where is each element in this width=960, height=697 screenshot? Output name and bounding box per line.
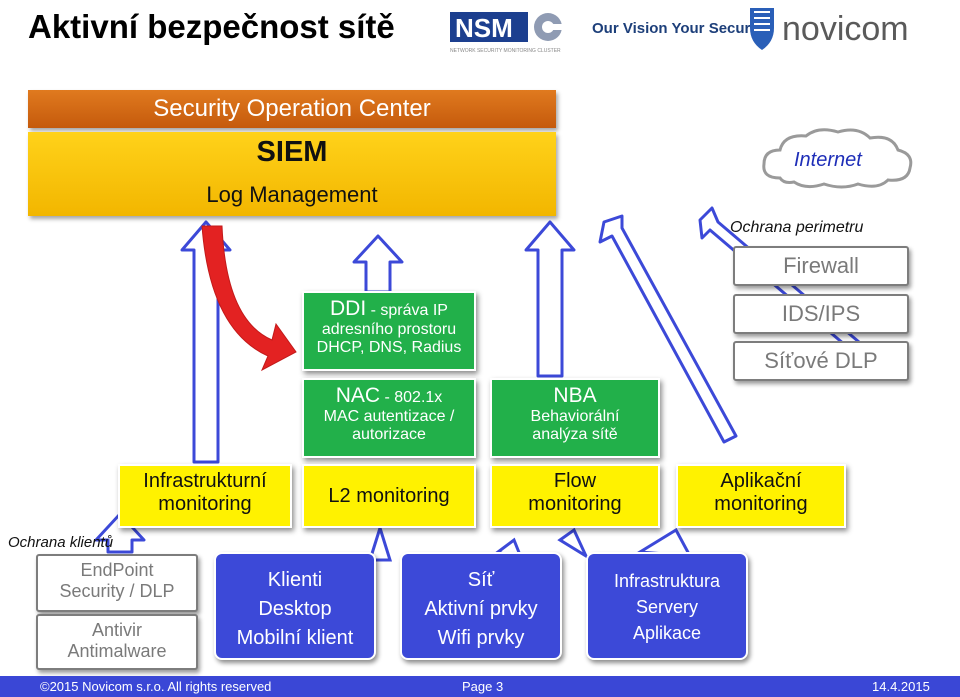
ddi-suffix: - správa IP [366, 302, 448, 319]
novicom-logo-text: novicom [782, 10, 909, 48]
perimeter-label: Ochrana perimetru [730, 219, 864, 236]
siem-bar: SIEM Log Management [28, 132, 556, 216]
log-management-label: Log Management [206, 182, 378, 207]
connector-klienti [367, 522, 393, 562]
red-curved-arrow [201, 225, 297, 372]
nba-box: NBA Behaviorální analýza sítě [490, 378, 660, 458]
antivirus-line-2: Antimalware [67, 641, 167, 661]
ddi-box: DDI - správa IP adresního prostoru DHCP,… [302, 291, 476, 371]
sit-line-2: Wifi prvky [437, 627, 525, 649]
nac-line-1: MAC autentizace / [323, 408, 455, 425]
internet-cloud-icon: Internet [762, 128, 913, 189]
firewall-box: Firewall [733, 246, 909, 286]
nsm-logo-subtitle: NETWORK SECURITY MONITORING CLUSTER [450, 48, 561, 54]
shield-icon [750, 8, 774, 50]
clients-protection-label: Ochrana klientů [8, 534, 114, 551]
infrastruktura-line-1: Servery [635, 597, 698, 617]
footer-copyright: ©2015 Novicom s.r.o. All rights reserved [40, 679, 272, 694]
flow-monitoring-line-1: Flow [553, 470, 597, 492]
footer-bar: ©2015 Novicom s.r.o. All rights reserved… [0, 676, 960, 697]
endpoint-line-1: EndPoint [80, 560, 154, 580]
siem-label: SIEM [256, 136, 328, 168]
app-monitoring-line-2: monitoring [714, 493, 808, 515]
klienti-line-2: Mobilní klient [236, 627, 354, 649]
footer-page: Page 3 [462, 679, 504, 694]
l2-monitoring-box: L2 monitoring [302, 464, 476, 528]
network-dlp-box: Síťové DLP [733, 341, 909, 381]
footer-date: 14.4.2015 [872, 679, 930, 694]
ddi-line-1: adresního prostoru [321, 321, 457, 338]
nac-suffix: - 802.1x [380, 389, 443, 406]
endpoint-line-2: Security / DLP [59, 581, 175, 601]
nsm-logo: NSM NETWORK SECURITY MONITORING CLUSTER [450, 12, 562, 54]
infrastruktura-box: Infrastruktura Servery Aplikace [586, 552, 748, 660]
app-monitoring-box: Aplikační monitoring [676, 464, 846, 528]
flow-monitoring-box: Flow monitoring [490, 464, 660, 528]
diagonal-arrow-perimeter [598, 214, 738, 444]
infra-monitoring-box: Infrastrukturní monitoring [118, 464, 292, 528]
ddi-title: DDI [330, 297, 367, 320]
nba-title: NBA [553, 384, 597, 407]
slogan-text: Our Vision Your Security [592, 20, 768, 37]
ids-ips-box: IDS/IPS [733, 294, 909, 334]
nac-title: NAC [335, 384, 381, 407]
nac-box: NAC - 802.1x MAC autentizace / autorizac… [302, 378, 476, 458]
app-monitoring-line-1: Aplikační [720, 470, 802, 492]
up-arrow-ddi [352, 234, 404, 294]
infra-monitoring-line-1: Infrastrukturní [143, 470, 267, 492]
internet-label: Internet [794, 149, 863, 171]
infrastruktura-line-2: Aplikace [632, 623, 702, 643]
infra-monitoring-line-2: monitoring [158, 493, 252, 515]
klienti-title: Klienti [267, 569, 323, 591]
sit-title: Síť [467, 569, 495, 591]
infrastruktura-title: Infrastruktura [613, 571, 721, 591]
antivirus-line-1: Antivir [91, 620, 142, 640]
antivirus-box: Antivir Antimalware [36, 614, 198, 670]
connector-infra-left [557, 527, 590, 560]
endpoint-box: EndPoint Security / DLP [36, 554, 198, 612]
ddi-line-2: DHCP, DNS, Radius [316, 339, 462, 356]
soc-bar: Security Operation Center [28, 90, 556, 128]
sit-box: Síť Aktivní prvky Wifi prvky [400, 552, 562, 660]
nba-line-1: Behaviorální [530, 408, 620, 425]
page-title: Aktivní bezpečnost sítě [28, 8, 395, 45]
klienti-line-1: Desktop [258, 598, 332, 620]
sit-line-1: Aktivní prvky [424, 598, 538, 620]
novicom-logo: novicom [750, 8, 909, 50]
flow-monitoring-line-2: monitoring [528, 493, 622, 515]
nac-line-2: autorizace [352, 426, 426, 443]
klienti-box: Klienti Desktop Mobilní klient [214, 552, 376, 660]
nsm-logo-text: NSM [455, 13, 513, 43]
up-arrow-nba [524, 220, 576, 378]
nba-line-2: analýza sítě [532, 426, 618, 443]
